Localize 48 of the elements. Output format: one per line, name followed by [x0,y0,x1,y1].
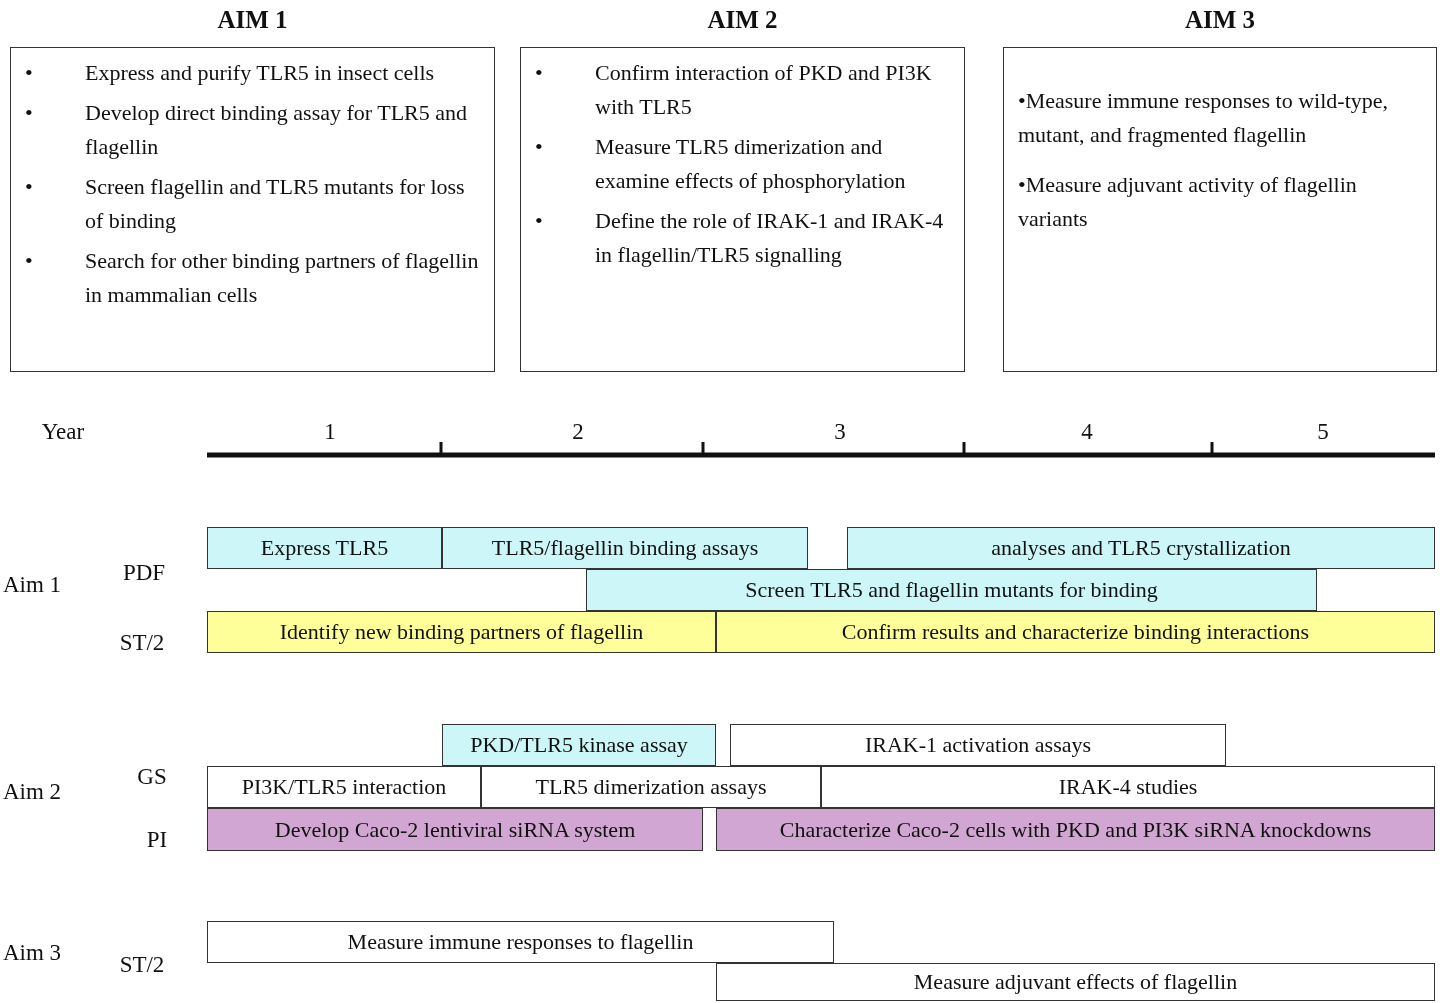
task-bar: TLR5 dimerization assays [481,766,821,808]
year-number: 3 [834,419,846,445]
task-bar: Characterize Caco-2 cells with PKD and PI3K siRNA knockdowns [716,808,1435,851]
bullet-item: •Measure adjuvant activity of flagellin variants [1018,171,1358,233]
bullet-item: •Measure immune responses to wild-type, mutant, and fragmented flagellin [1018,87,1389,149]
bullet-item: Confirm interaction of PKD and PI3K with TLR5 [595,59,933,121]
task-bar: Develop Caco-2 lentiviral siRNA system [207,808,703,851]
bullet-marker: • [25,59,34,87]
bullet-marker: • [25,173,34,201]
task-bar: PI3K/TLR5 interaction [207,766,481,808]
bullet-marker: • [535,207,544,235]
bullet-marker: • [535,59,544,87]
task-bar: analyses and TLR5 crystallization [847,527,1435,569]
task-bar: Measure adjuvant effects of flagellin [716,963,1435,1001]
aim-label: Aim 3 [2,940,62,966]
task-bar: Confirm results and characterize binding interactions [716,611,1435,653]
task-bar: PKD/TLR5 kinase assay [442,724,716,766]
task-bar: Express TLR5 [207,527,442,569]
task-bar: Screen TLR5 and flagellin mutants for binding [586,569,1317,611]
aim-heading: AIM 1 [216,6,289,34]
task-bar: TLR5/flagellin binding assays [442,527,808,569]
year-label: Year [41,419,85,445]
year-number: 5 [1317,419,1329,445]
staff-label: ST/2 [119,630,165,656]
aim-label: Aim 2 [2,779,62,805]
bullet-item: Define the role of IRAK-1 and IRAK-4 in flagellin/TLR5 signalling [595,207,945,269]
task-bar: Measure immune responses to flagellin [207,921,834,963]
staff-label: PDF [122,560,166,586]
aim-heading: AIM 3 [1183,6,1257,34]
year-number: 1 [324,419,336,445]
task-bar: Identify new binding partners of flagellin [207,611,716,653]
task-bar: IRAK-4 studies [821,766,1435,808]
bullet-item: Search for other binding partners of flagellin in mammalian cells [85,247,480,309]
year-number: 2 [572,419,584,445]
aim-label: Aim 1 [2,572,62,598]
bullet-item: Express and purify TLR5 in insect cells [85,59,435,87]
aim-heading: AIM 2 [706,6,779,34]
staff-label: PI [146,827,168,853]
staff-label: ST/2 [119,952,165,978]
task-bar: IRAK-1 activation assays [730,724,1226,766]
bullet-item: Measure TLR5 dimerization and examine effects of phosphorylation [595,133,907,195]
bullet-marker: • [25,99,34,127]
staff-label: GS [137,764,167,790]
bullet-item: Develop direct binding assay for TLR5 and flagellin [85,99,469,161]
year-number: 4 [1081,419,1093,445]
bullet-item: Screen flagellin and TLR5 mutants for loss of binding [85,173,466,235]
bullet-marker: • [535,133,544,161]
bullet-marker: • [25,247,34,275]
